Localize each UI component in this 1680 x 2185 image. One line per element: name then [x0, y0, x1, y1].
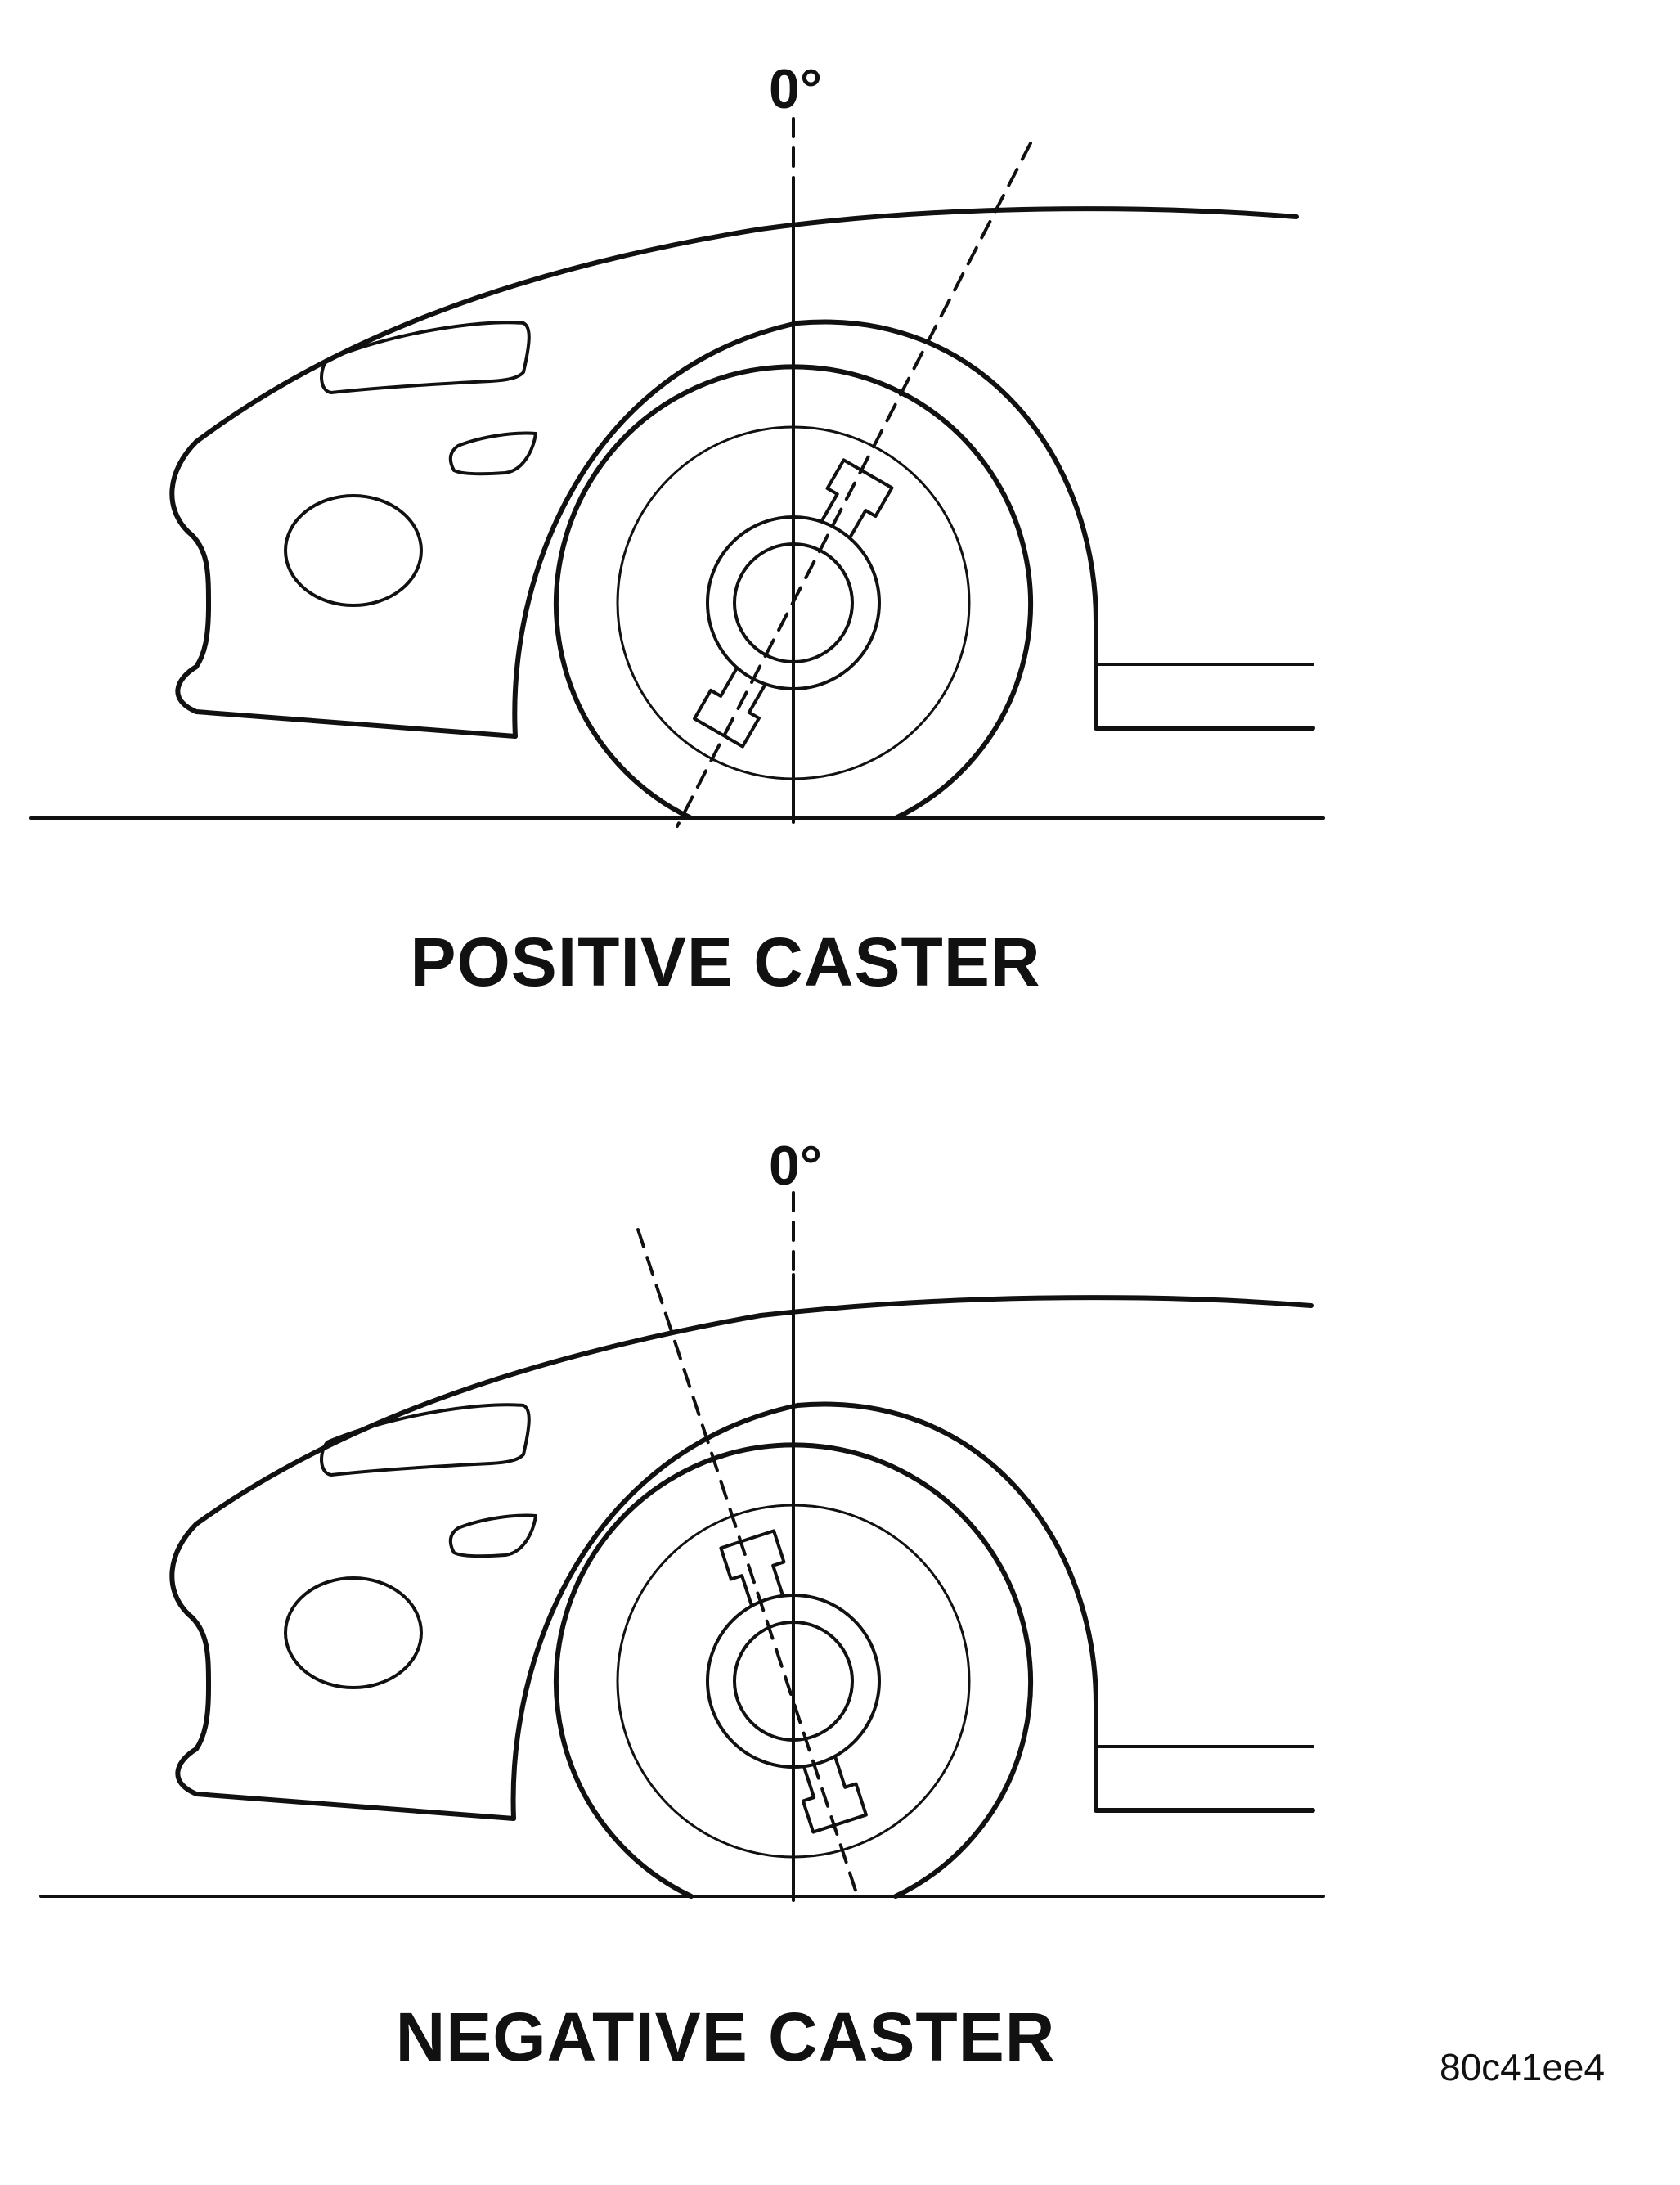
negative-caster-diagram: 0° NEGATIVE CASTER [0, 1078, 1680, 2170]
fog-lamp [284, 1576, 423, 1689]
knuckle-tabs [719, 1529, 868, 1834]
upper-tab [719, 1529, 786, 1607]
figure-code: 80c41ee4 [1440, 2046, 1606, 2088]
steering-axis-line [676, 142, 1032, 828]
zero-degree-label: 0° [769, 58, 822, 120]
small-vent [448, 1513, 537, 1558]
positive-caster-diagram: 0° POSITIVE CASTER [0, 0, 1680, 1092]
front-bumper [169, 1522, 516, 1821]
hood-line [194, 206, 1299, 444]
fog-lamp [284, 494, 423, 607]
lower-tab [801, 1755, 868, 1834]
knuckle-tabs [693, 458, 894, 749]
wheel-well-arch [510, 1401, 1315, 1821]
positive-caster-caption: POSITIVE CASTER [410, 924, 1041, 1000]
lower-tab [693, 667, 767, 749]
small-vent [448, 431, 537, 476]
zero-degree-label: 0° [769, 1135, 822, 1197]
upper-grille-opening [320, 321, 531, 394]
upper-grille-opening [320, 1403, 531, 1477]
negative-caster-drawing: 0° [39, 1135, 1325, 1902]
steering-axis-line [636, 1228, 860, 1902]
upper-tab [820, 458, 894, 539]
positive-caster-drawing: 0° [29, 58, 1325, 828]
hood-line [194, 1295, 1314, 1526]
wheel-well-arch [512, 319, 1315, 739]
negative-caster-caption: NEGATIVE CASTER [395, 1998, 1056, 2075]
front-bumper [169, 439, 518, 739]
